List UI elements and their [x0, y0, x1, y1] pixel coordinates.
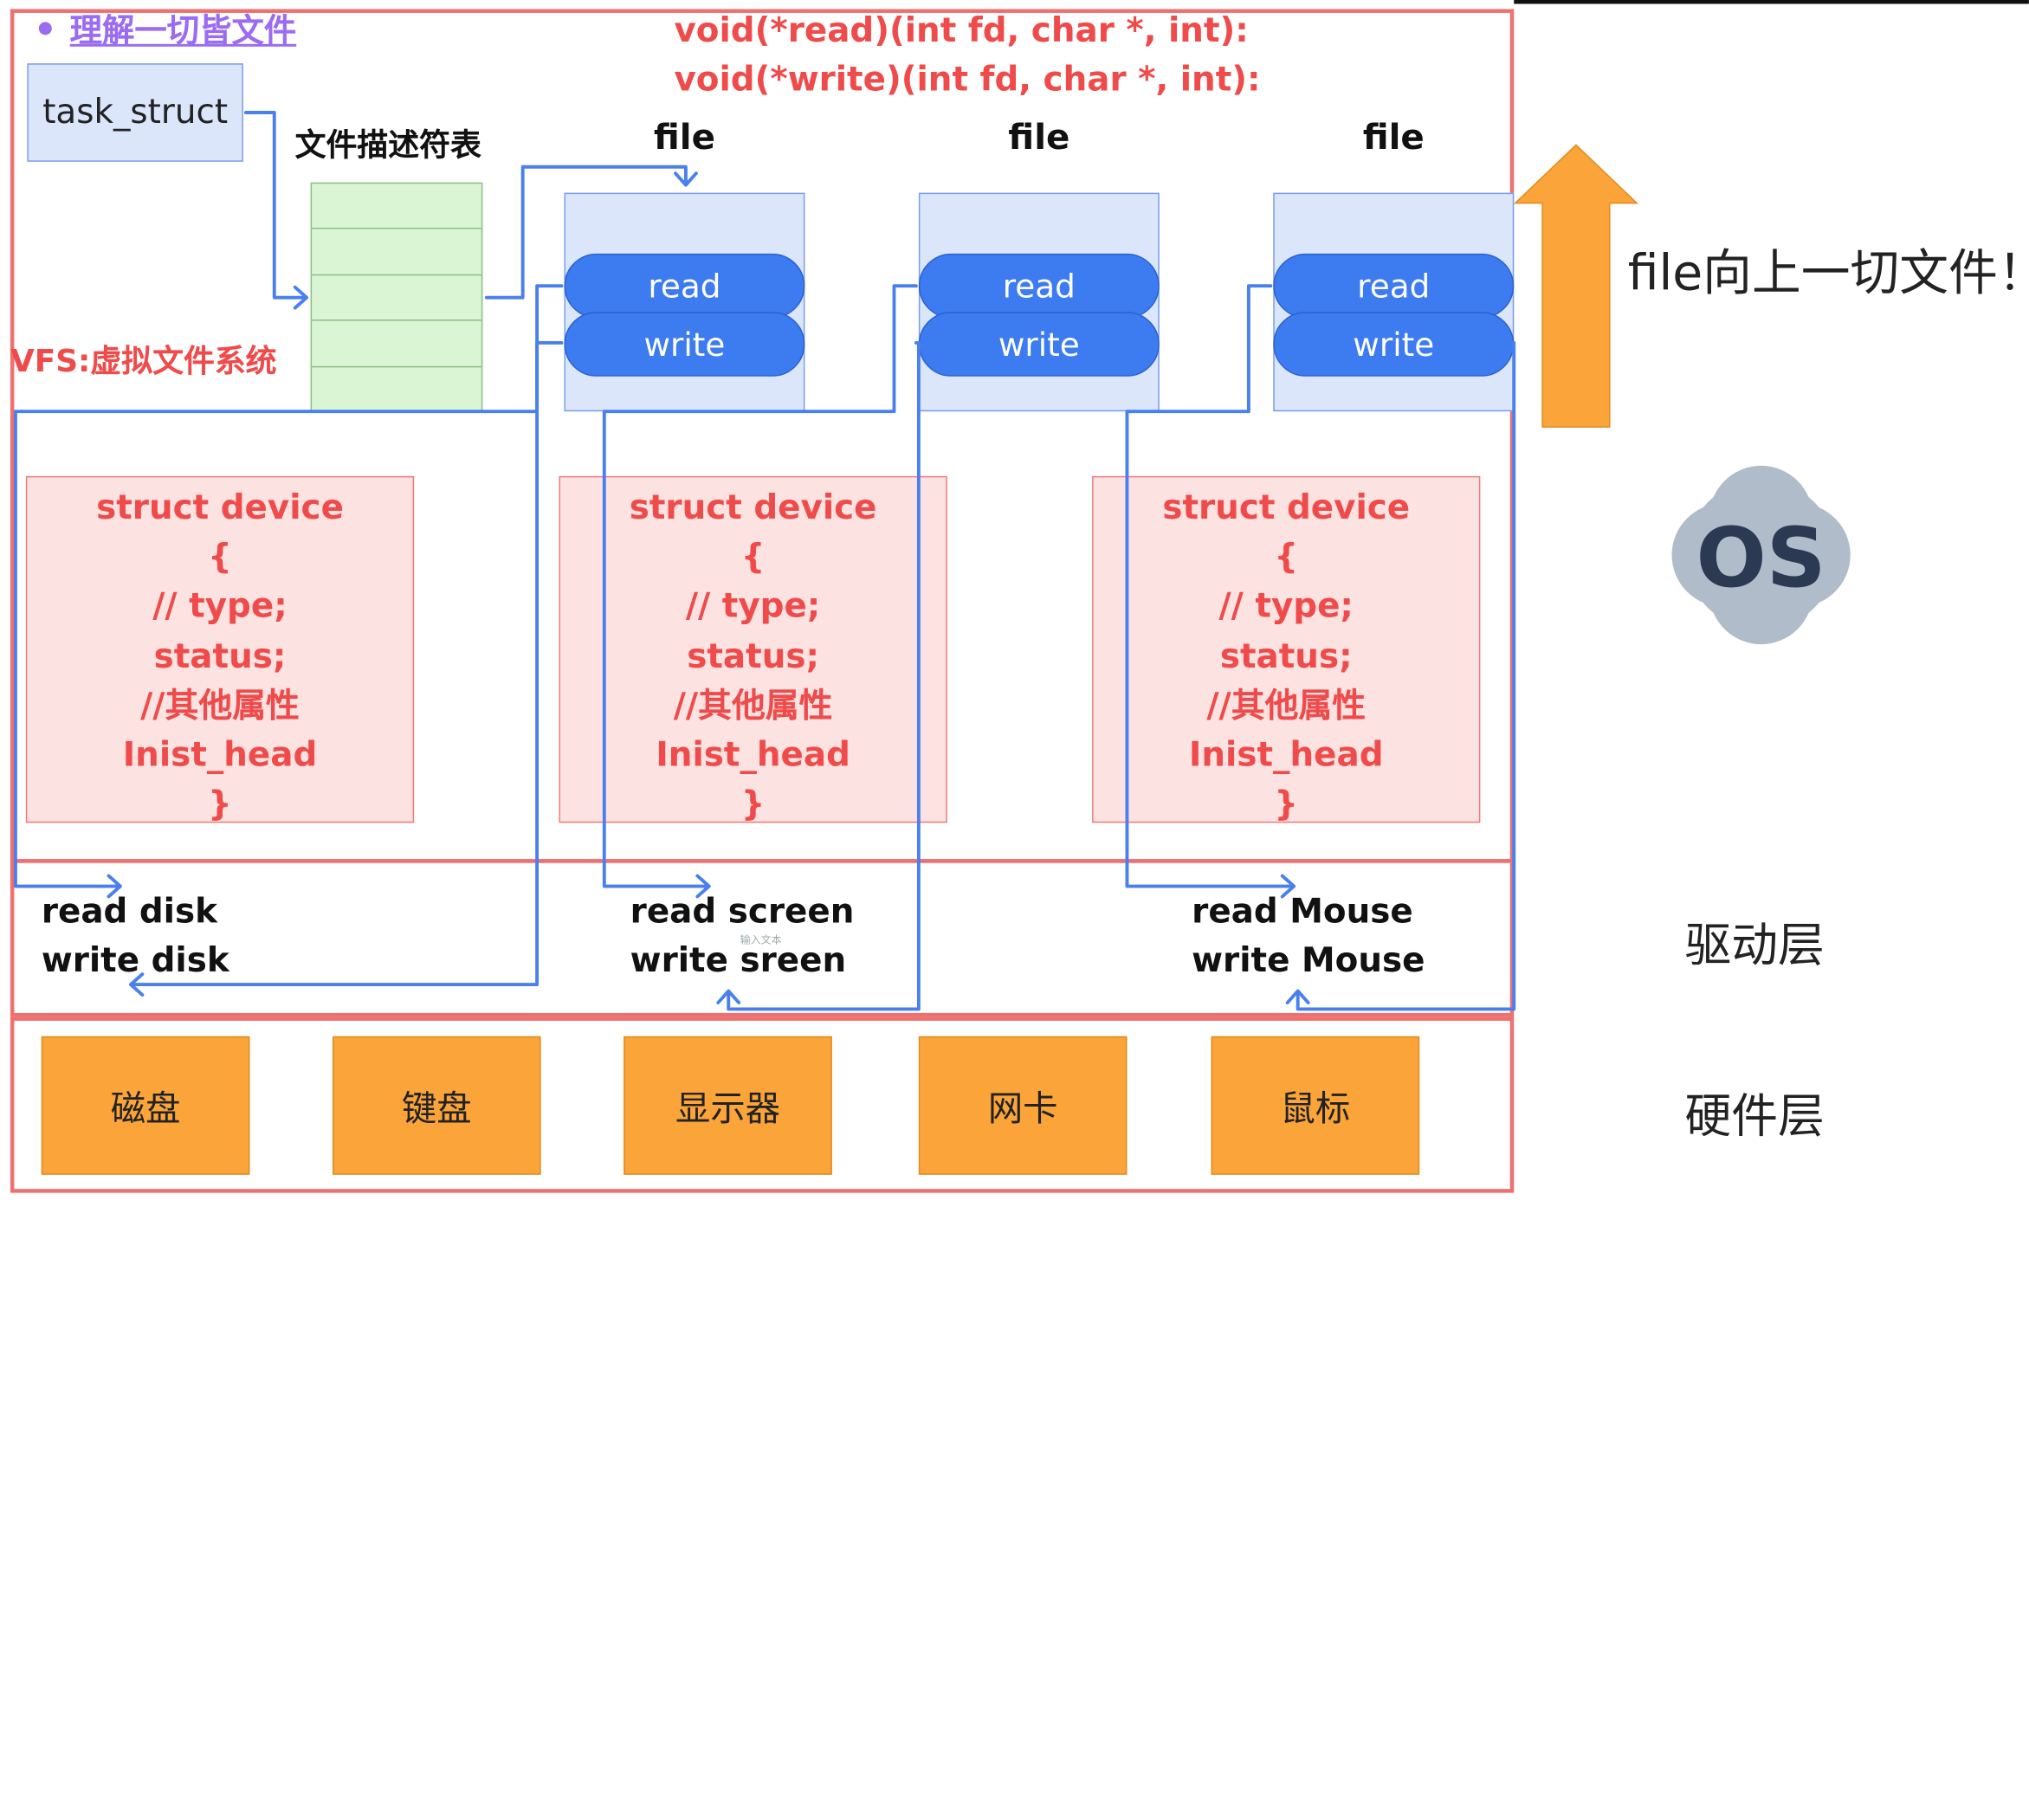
file-label-3: file [1362, 117, 1425, 158]
read-signature: void(*read)(int fd, char *, int): [674, 11, 1249, 51]
hardware-keyboard: 键盘 [333, 1036, 541, 1175]
arrowhead [1285, 989, 1310, 1004]
device-line: } [208, 785, 232, 825]
up-everything-file-text: file向上一切文件！ [1627, 244, 2029, 302]
file-3-read: read [1273, 253, 1515, 319]
fd-table-slot [312, 321, 481, 367]
os-badge-icon [1671, 465, 1851, 645]
driver-write-screen: write sreen [630, 941, 847, 981]
arrowhead [107, 874, 122, 899]
device-line: struct device [1162, 488, 1411, 528]
device-line: { [1274, 538, 1299, 578]
vfs-label: VFS:虚拟文件系统 [10, 342, 277, 379]
connector-overlay: OS [13, 111, 1851, 1011]
page-title: 理解一切皆文件 [38, 5, 297, 52]
connector-file1-read-to-disk [13, 284, 564, 888]
driver-mouse: read Mouse write Mouse [1192, 887, 1425, 986]
file-2-write: write [918, 312, 1160, 377]
fd-table-label: 文件描述符表 [294, 126, 481, 164]
file-1-write: write [564, 312, 805, 377]
driver-layer-frame [10, 859, 1515, 1017]
hardware-nic: 网卡 [918, 1036, 1128, 1175]
connector-task-to-fdtable [243, 111, 307, 300]
hardware-disk: 磁盘 [41, 1036, 250, 1175]
file-3-write: write [1273, 312, 1515, 377]
file-label-2: file [1008, 117, 1070, 158]
connector-fdtable-to-file1 [484, 165, 688, 300]
device-line: status; [1219, 637, 1353, 676]
struct-device-2: struct device { // type; status; //其他属性 … [559, 475, 947, 824]
connector-file3-read-to-mouse [1125, 284, 1295, 888]
struct-device-1: struct device { // type; status; //其他属性 … [25, 475, 415, 824]
device-line: struct device [629, 488, 877, 528]
device-line: Inist_head [656, 736, 850, 776]
fd-table-slot [312, 275, 481, 321]
driver-layer-label: 驱动层 [1684, 920, 1825, 973]
write-signature: void(*write)(int fd, char *, int): [674, 61, 1261, 100]
device-line: //其他属性 [1206, 687, 1367, 726]
device-line: // type; [685, 587, 821, 627]
device-line: // type; [1218, 587, 1354, 627]
arrowhead [716, 989, 741, 1004]
connector-file1-write-to-disk [130, 341, 564, 987]
driver-write-disk: write disk [41, 941, 229, 981]
hardware-display: 显示器 [624, 1036, 832, 1175]
page-title-text: 理解一切皆文件 [69, 11, 297, 49]
device-line: //其他属性 [673, 687, 833, 726]
device-line: } [740, 785, 766, 825]
task-struct-box: task_struct [27, 63, 243, 162]
up-arrow-icon [1513, 144, 1639, 428]
device-line: Inist_head [1188, 736, 1384, 776]
driver-screen: read screen write sreen [630, 887, 855, 986]
top-divider-line [1514, 0, 2029, 4]
driver-write-mouse: write Mouse [1192, 941, 1425, 981]
struct-device-3: struct device { // type; status; //其他属性 … [1092, 475, 1481, 824]
device-line: Inist_head [122, 736, 318, 776]
fd-table-slot [312, 229, 481, 275]
driver-read-screen: read screen [630, 892, 855, 932]
hardware-layer-label: 硬件层 [1684, 1090, 1825, 1144]
driver-disk: read disk write disk [42, 887, 229, 986]
device-line: // type; [152, 587, 288, 627]
fd-table-slot [312, 184, 481, 230]
file-1-read: read [564, 253, 805, 319]
fd-table [310, 182, 483, 412]
driver-read-disk: read disk [41, 892, 217, 932]
arrowhead [128, 972, 145, 997]
connector-file2-write-to-screen [727, 341, 921, 1011]
driver-read-mouse: read Mouse [1192, 892, 1413, 932]
device-line: status; [153, 637, 287, 676]
device-line: { [208, 538, 232, 578]
arrowhead [1280, 874, 1296, 899]
device-line: } [1274, 785, 1299, 825]
hardware-layer-frame [10, 1016, 1515, 1193]
bullet-dot-icon [38, 22, 52, 35]
arrowhead [674, 171, 698, 187]
file-label-1: file [653, 117, 715, 158]
hardware-mouse: 鼠标 [1211, 1036, 1420, 1175]
arrowhead [695, 874, 711, 899]
device-line: status; [687, 637, 820, 676]
device-line: struct device [96, 488, 344, 528]
connector-file3-write-to-mouse [1296, 341, 1516, 1011]
device-line: { [740, 538, 766, 578]
os-label: OS [1696, 509, 1826, 606]
arrowhead [293, 285, 309, 310]
connector-file2-read-to-screen [602, 284, 918, 888]
text-input-hint: 输入文本 [740, 933, 782, 946]
device-line: //其他属性 [140, 687, 300, 726]
